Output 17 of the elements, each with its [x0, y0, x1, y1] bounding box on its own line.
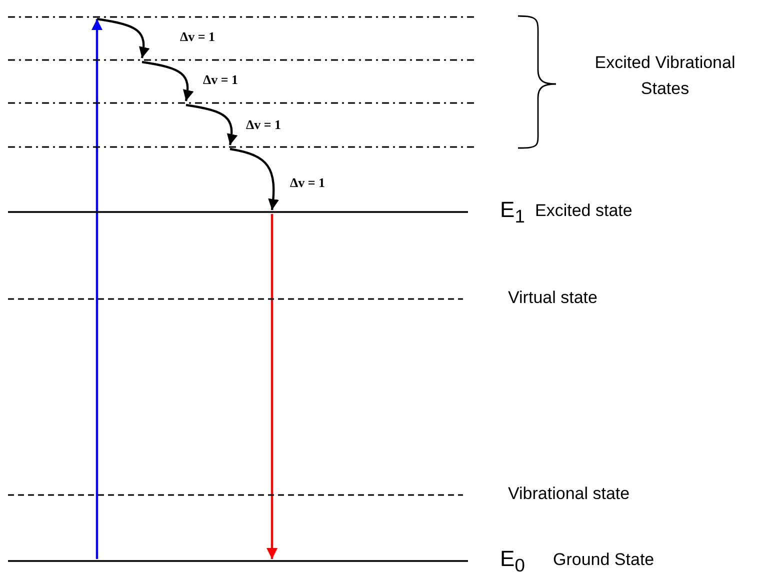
energy-symbol: E$_{0}$ [500, 548, 525, 575]
edge-label: Δv = 1 [246, 118, 282, 131]
transition-arrow [92, 19, 102, 559]
edge-label: Δv = 1 [203, 73, 238, 86]
curved-arrow [96, 18, 150, 58]
level-label: Ground State [553, 550, 654, 568]
curved-arrow [230, 148, 279, 210]
level-label: Excited state [535, 202, 632, 219]
group-label: Excited Vibrational States [594, 52, 736, 100]
level-label: Virtual state [508, 288, 598, 306]
curved-arrow [186, 104, 238, 146]
curved-arrow [142, 60, 194, 102]
energy-symbol: E$_{1}$ [500, 198, 525, 226]
transition-arrow [266, 214, 278, 559]
edge-label: Δv = 1 [290, 176, 326, 189]
level-label: Vibrational state [508, 484, 630, 502]
edge-label: Δv = 1 [180, 30, 216, 43]
